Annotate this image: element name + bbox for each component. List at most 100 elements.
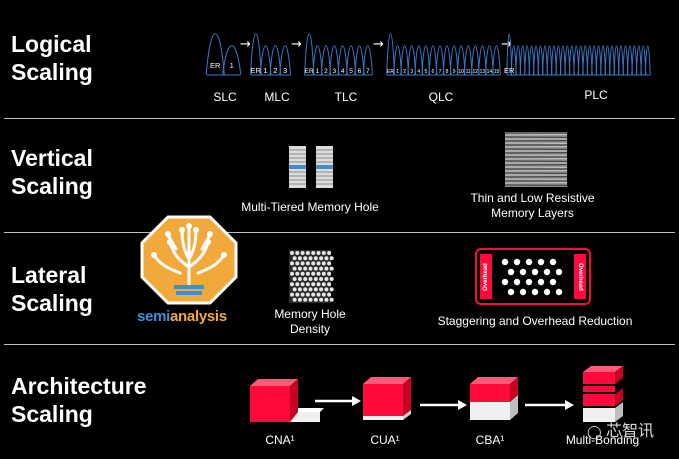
architecture-diagram [250, 366, 623, 422]
memory-hole [311, 251, 316, 255]
memory-hole [300, 282, 305, 287]
memory-hole [316, 271, 321, 276]
arch-label-cba: CBA¹ [475, 433, 505, 447]
distribution-curve [269, 45, 282, 76]
memory-hole [329, 297, 334, 302]
distribution-curve [470, 45, 480, 76]
staggering-diagram: Overhead Overhead [475, 248, 591, 305]
distribution-curve [449, 45, 459, 76]
memory-hole [297, 287, 302, 292]
staggered-hole [531, 268, 539, 276]
state-label: 4 [417, 69, 420, 75]
staggered-hole [519, 268, 527, 276]
distribution-curve [492, 45, 501, 76]
progression-arrow: → [240, 37, 251, 52]
memory-hole [324, 287, 329, 292]
heading-line-1: Logical [11, 31, 92, 57]
state-label: 9 [453, 69, 456, 75]
memory-hole [297, 266, 302, 271]
memory-hole [295, 251, 300, 255]
thin-memory-layers-image [504, 132, 568, 187]
logo-text-part-2: analysis [170, 308, 227, 325]
memory-hole [303, 256, 308, 261]
state-label: 2 [273, 66, 277, 75]
heading-line-2: Scaling [11, 59, 93, 85]
memory-hole [292, 287, 297, 292]
cell-label-slc: SLC [213, 90, 237, 104]
memory-hole [303, 287, 308, 292]
row-divider-1 [4, 118, 675, 119]
distribution-curve [506, 33, 513, 76]
distribution-curve [320, 45, 332, 76]
arrow-2 [420, 400, 467, 410]
distribution-curve [463, 45, 473, 76]
state-label: 7 [439, 69, 442, 75]
heading-line-1: Architecture [11, 373, 147, 399]
memory-hole [295, 261, 300, 266]
cba-block [470, 377, 518, 420]
state-label: 1 [396, 69, 399, 75]
state-label: 3 [333, 68, 337, 75]
staggered-hole [537, 278, 545, 286]
overhead-bar-left: Overhead [480, 254, 492, 299]
vertical-item-2-label: Thin and Low Resistive Memory Layers [445, 191, 620, 221]
staggered-hole [513, 278, 521, 286]
memory-hole [300, 292, 305, 297]
state-label: 4 [341, 68, 345, 75]
distribution-curve [304, 33, 315, 76]
memory-hole [292, 256, 297, 261]
staggered-hole [519, 288, 527, 296]
state-label: 12 [473, 69, 479, 75]
state-label: 6 [432, 69, 435, 75]
memory-hole [305, 282, 310, 287]
memory-hole [329, 266, 334, 271]
memory-hole [319, 287, 324, 292]
arrow-3 [525, 400, 574, 410]
state-label: 6 [358, 68, 362, 75]
wechat-icon: ◯ [587, 424, 602, 439]
memory-hole [290, 261, 294, 266]
distribution-curve [442, 45, 452, 76]
memory-hole [300, 261, 305, 266]
memory-hole [300, 271, 305, 276]
memory-hole [290, 282, 294, 287]
state-label: ER [251, 66, 262, 75]
distribution-curve [485, 45, 494, 76]
memory-hole [308, 277, 313, 281]
semianalysis-logo-icon [140, 215, 238, 305]
memory-hole [316, 292, 321, 297]
lateral-item-1-line-2: Density [289, 322, 330, 336]
state-label: 13 [480, 69, 486, 75]
state-label: 14 [487, 69, 493, 75]
memory-hole [308, 287, 313, 292]
memory-hole [319, 266, 324, 271]
row-divider-2 [4, 232, 675, 233]
overhead-label-right: Overhead [577, 262, 583, 291]
cell-label-tlc: TLC [334, 90, 358, 104]
memory-hole [313, 297, 318, 302]
memory-hole [324, 277, 329, 281]
arch-label-multi-bonding: Multi-Bonding [565, 433, 640, 447]
memory-hole [316, 251, 321, 255]
staggered-hole [549, 278, 557, 286]
progression-arrow: → [501, 37, 512, 52]
state-label: 5 [349, 68, 353, 75]
state-label: 2 [324, 68, 328, 75]
memory-hole [311, 292, 316, 297]
staggered-holes [501, 258, 563, 296]
staggered-hole [549, 258, 557, 266]
logo-text-part-1: semi [137, 308, 170, 325]
memory-hole [327, 271, 332, 276]
distribution-curve [250, 33, 262, 76]
state-label: 3 [283, 66, 287, 75]
arch-label-cna: CNA¹ [265, 433, 295, 447]
staggered-hole [531, 288, 539, 296]
memory-hole [313, 256, 318, 261]
distribution-curve [456, 45, 466, 76]
distribution-curve [421, 45, 431, 76]
memory-hole [313, 266, 318, 271]
heading-vertical-scaling: Vertical Scaling [11, 144, 93, 200]
heading-logical-scaling: Logical Scaling [11, 30, 93, 86]
memory-hole [321, 271, 326, 276]
memory-hole [311, 261, 316, 266]
